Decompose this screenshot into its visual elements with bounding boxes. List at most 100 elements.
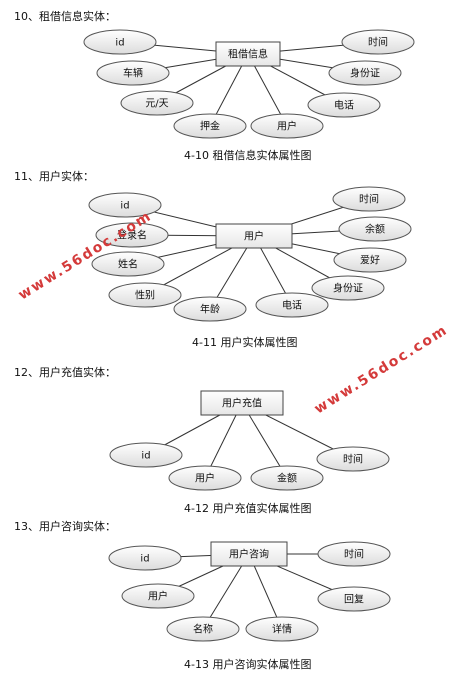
attribute-node: 用户 [121,583,195,609]
caption-4-11: 4-11 用户实体属性图 [192,336,298,349]
attribute-ellipse [316,446,390,472]
section-heading-11: 11、用户实体： [14,170,94,183]
section-heading-13: 13、用户咨询实体： [14,520,116,533]
caption-4-10: 4-10 租借信息实体属性图 [184,149,312,162]
entity-box [200,390,284,416]
attribute-node: 时间 [317,541,391,567]
attribute-ellipse [88,192,162,218]
attribute-ellipse [307,92,381,118]
attribute-node: id [88,192,162,218]
attribute-label: 时间 [368,36,388,49]
attribute-label: 押金 [200,120,220,133]
attribute-ellipse [166,616,240,642]
section-heading-12: 12、用户充值实体： [14,366,116,379]
attribute-ellipse [245,616,319,642]
caption-4-13: 4-13 用户咨询实体属性图 [184,658,312,671]
attribute-label: 用户 [277,120,297,133]
attribute-label: 年龄 [200,303,220,316]
attribute-ellipse [255,292,329,318]
attribute-ellipse [328,60,402,86]
attribute-node: 金额 [250,465,324,491]
attribute-ellipse [109,442,183,468]
attribute-label: 时间 [344,548,364,561]
entity-label: 租借信息 [228,48,268,61]
entity-node: 用户 [215,223,293,249]
attribute-ellipse [250,465,324,491]
attribute-label: id [140,554,149,565]
entity-node: 用户充值 [200,390,284,416]
attribute-node: 时间 [341,29,415,55]
attribute-ellipse [108,545,182,571]
attribute-label: 身份证 [350,67,380,80]
attribute-label: 车辆 [123,67,143,80]
attribute-ellipse [168,465,242,491]
attribute-label: id [115,38,124,49]
attribute-node: 登录名 [95,222,169,248]
attribute-ellipse [121,583,195,609]
entity-box [215,41,281,67]
attribute-node: 时间 [316,446,390,472]
entity-node: 用户咨询 [210,541,288,567]
attribute-label: 用户 [195,472,215,485]
attribute-node: id [108,545,182,571]
attribute-label: 登录名 [117,229,147,242]
attribute-label: 金额 [277,472,297,485]
attribute-label: id [141,451,150,462]
attribute-ellipse [91,251,165,277]
attribute-ellipse [341,29,415,55]
attribute-node: 元/天 [120,90,194,116]
attribute-label: 电话 [282,299,302,312]
attribute-node: 姓名 [91,251,165,277]
attribute-ellipse [83,29,157,55]
attribute-label: 余额 [365,223,385,236]
attribute-label: 时间 [359,193,379,206]
attribute-ellipse [173,113,247,139]
attribute-ellipse [96,60,170,86]
attribute-label: 电话 [334,99,354,112]
attribute-node: 性别 [108,282,182,308]
attribute-node: 余额 [338,216,412,242]
watermark-text: www.56doc.com [312,322,451,417]
attribute-node: 身份证 [328,60,402,86]
attribute-ellipse [108,282,182,308]
attribute-node: 详情 [245,616,319,642]
entity-node: 租借信息 [215,41,281,67]
attribute-label: 用户 [148,590,168,603]
entity-label: 用户充值 [222,397,262,410]
attribute-ellipse [338,216,412,242]
attribute-node: 身份证 [311,275,385,301]
attribute-node: 车辆 [96,60,170,86]
entity-label: 用户咨询 [229,548,269,561]
attribute-node: 回复 [317,586,391,612]
attribute-ellipse [317,586,391,612]
attribute-node: 用户 [168,465,242,491]
attribute-ellipse [250,113,324,139]
attribute-ellipse [95,222,169,248]
attribute-ellipse [311,275,385,301]
er-diagram-2: id 用户 金额 时间 用户充值 [109,390,390,491]
attribute-ellipse [173,296,247,322]
attribute-node: 爱好 [333,247,407,273]
attribute-node: 电话 [307,92,381,118]
attribute-node: 名称 [166,616,240,642]
entity-label: 用户 [244,230,264,243]
attribute-label: 身份证 [333,282,363,295]
attribute-label: 时间 [343,453,363,466]
caption-4-12: 4-12 用户充值实体属性图 [184,502,312,515]
attribute-ellipse [332,186,406,212]
attribute-ellipse [333,247,407,273]
attribute-label: 详情 [272,623,292,636]
attribute-ellipse [317,541,391,567]
attribute-label: 爱好 [360,254,380,267]
attribute-node: 年龄 [173,296,247,322]
attribute-label: 名称 [193,623,213,636]
attribute-label: 性别 [135,289,155,302]
attribute-node: 用户 [250,113,324,139]
attribute-node: id [83,29,157,55]
attribute-node: id [109,442,183,468]
